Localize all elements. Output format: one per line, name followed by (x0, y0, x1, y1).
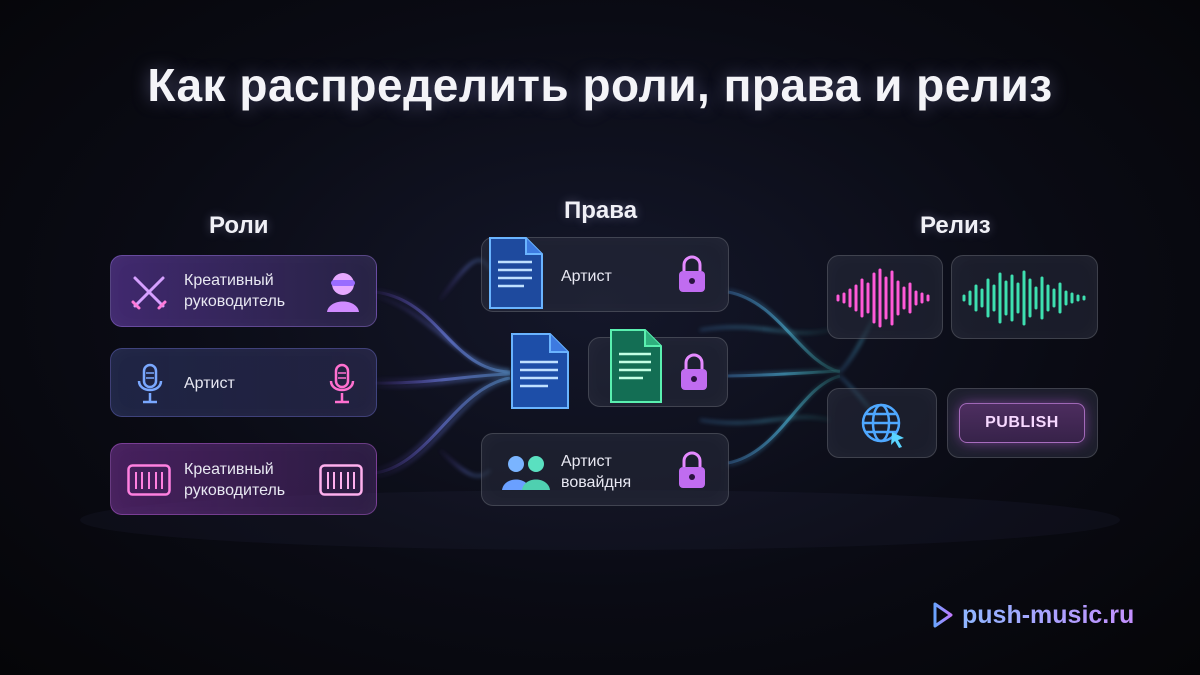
role-label-line1: Креативный (184, 272, 274, 289)
brand-logo[interactable]: push-music.ru (920, 598, 1134, 632)
role-label-line2: руководитель (184, 482, 286, 499)
column-heading-roles: Роли (209, 212, 269, 239)
keyboard-icon (127, 464, 171, 496)
role-label: Артист (184, 375, 235, 392)
microphone-icon (137, 363, 163, 404)
globe-icon (861, 403, 904, 448)
release-card-waveform-pink[interactable] (827, 255, 943, 339)
release-card-globe[interactable] (827, 388, 937, 458)
role-card-creative-director[interactable]: Креативный руководитель (110, 255, 377, 327)
role-card-artist[interactable]: Артист (110, 348, 377, 417)
lock-icon (681, 353, 707, 390)
lock-icon (679, 255, 705, 292)
rights-label-line1: Артист (561, 453, 612, 470)
page-title: Как распределить роли, права и релиз (147, 59, 1053, 111)
column-heading-rights: Права (564, 197, 638, 224)
rights-label: Артист (561, 268, 612, 285)
rights-card-document[interactable] (588, 329, 728, 407)
waveform-icon (962, 270, 1086, 326)
users-icon (502, 456, 550, 490)
keyboard-icon (319, 464, 363, 496)
role-label-line2: руководитель (184, 293, 286, 310)
release-card-waveform-green[interactable] (951, 255, 1098, 339)
waveform-icon (836, 268, 930, 328)
document-icon (511, 333, 569, 409)
role-card-creative-director-2[interactable]: Креативный руководитель (110, 443, 377, 515)
column-heading-release: Релиз (920, 212, 991, 239)
document-icon (610, 329, 662, 403)
brand-text: push-music.ru (962, 600, 1135, 629)
role-label-line1: Креативный (184, 461, 274, 478)
microphone-icon (329, 363, 355, 404)
lock-icon (679, 451, 705, 488)
crossed-swords-icon (131, 276, 167, 310)
rights-card-artist-team[interactable]: Артист вовайдня (481, 433, 729, 506)
publish-button[interactable]: PUBLISH (959, 403, 1085, 443)
document-icon (489, 237, 543, 309)
rights-card-artist[interactable]: Артист (481, 237, 729, 312)
person-icon (327, 273, 359, 312)
sound-logo-icon (921, 602, 953, 628)
rights-label-line2: вовайдня (561, 474, 632, 491)
